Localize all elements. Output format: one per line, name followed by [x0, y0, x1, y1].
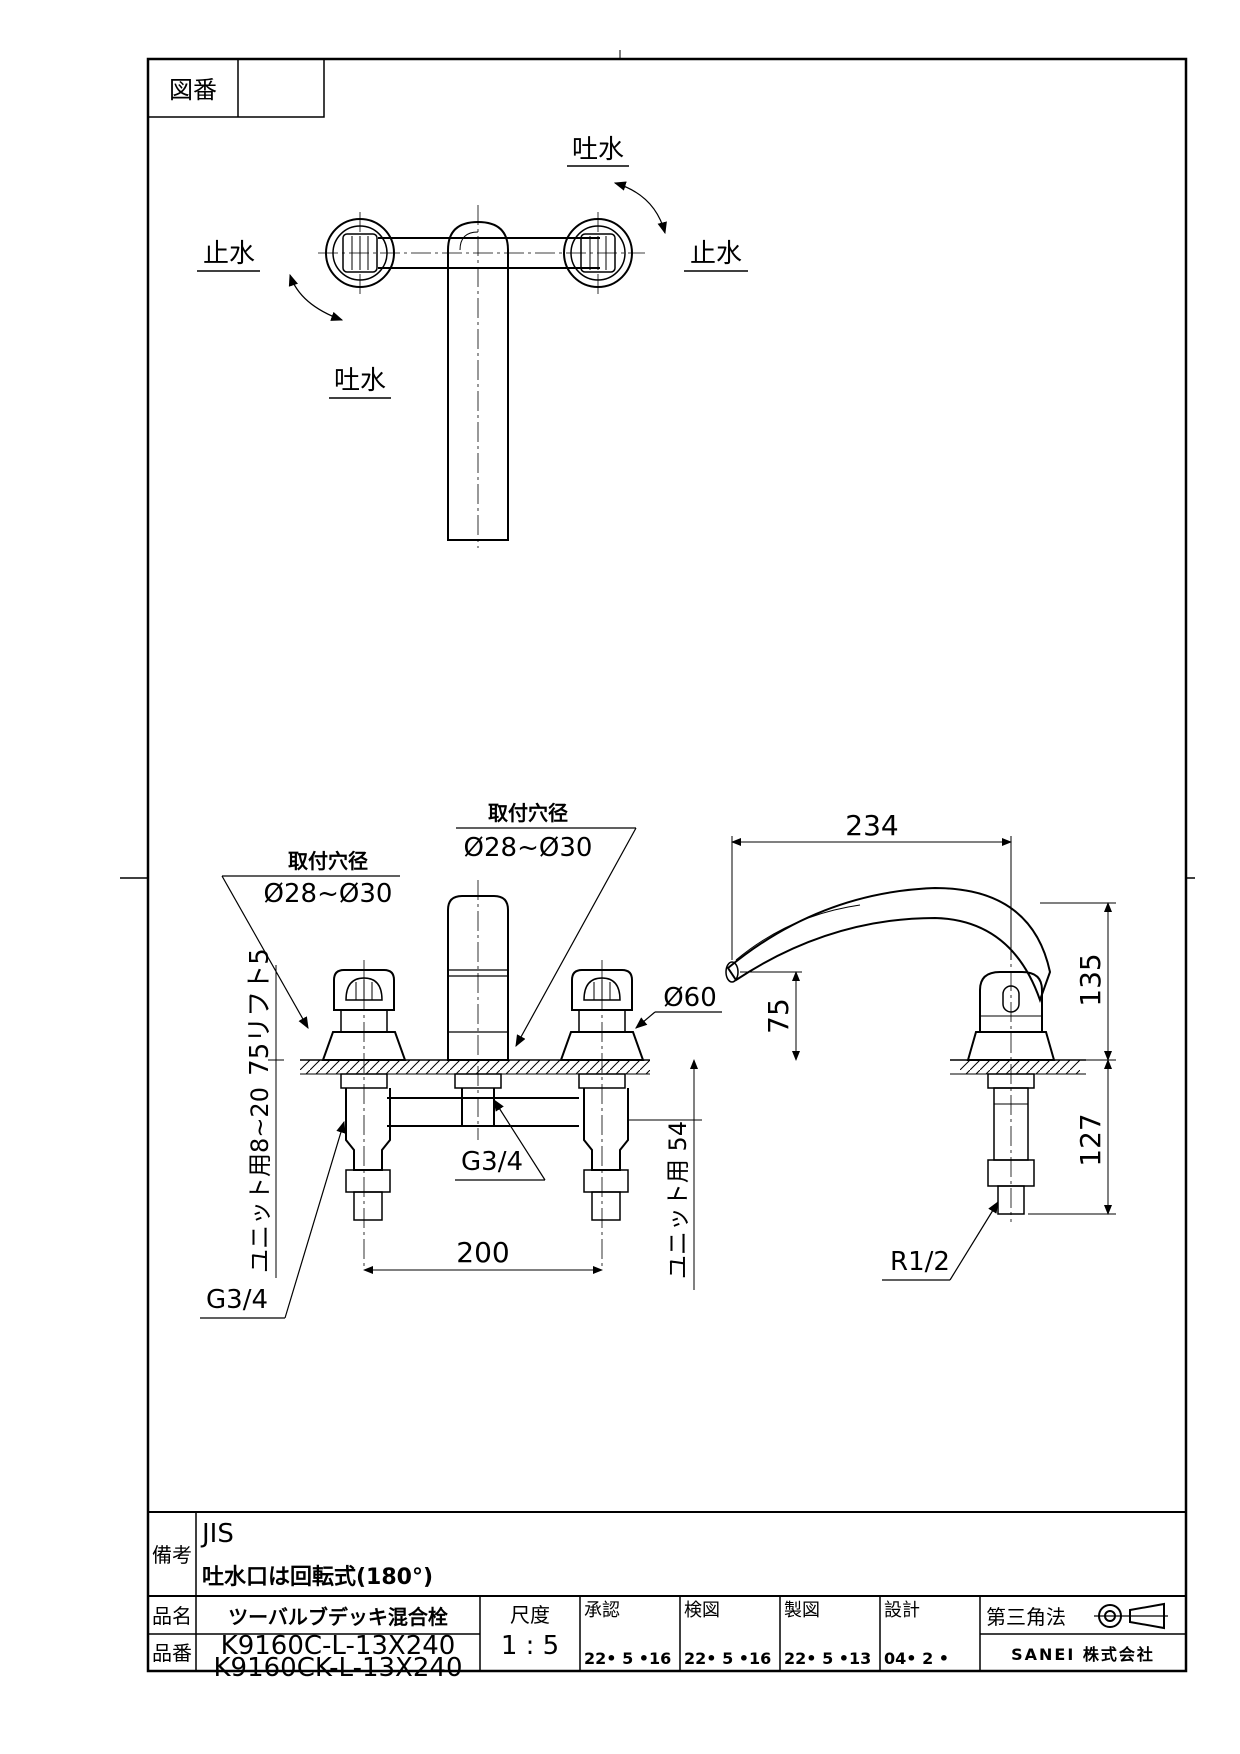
design-label: 設計: [884, 1600, 920, 1621]
thread-center: G3/4: [461, 1147, 523, 1177]
draft-label: 製図: [784, 1600, 820, 1621]
approval-date: 22• 5 •16: [584, 1649, 671, 1668]
side-view: 234 75 135 127 R1/2: [725, 809, 1116, 1281]
remarks-line1: JIS: [200, 1519, 234, 1549]
part-label: 品番: [152, 1641, 192, 1665]
check-label: 検図: [684, 1600, 720, 1621]
sheet-border: [146, 57, 1188, 1673]
design-date: 04• 2 •: [884, 1649, 949, 1668]
dim-dia-60: Ø60: [663, 983, 717, 1013]
label-stop-left: 止水: [203, 239, 255, 269]
dim-lift: 75リフト5: [245, 948, 275, 1076]
company-name: SANEI 株式会社: [1011, 1645, 1155, 1664]
scale-label: 尺度: [510, 1603, 550, 1627]
drawing-number-box: 図番: [147, 58, 325, 118]
approval-label: 承認: [584, 1600, 620, 1621]
mount-hole-center-dim: Ø28~Ø30: [464, 833, 593, 863]
label-stop-right: 止水: [690, 239, 742, 269]
mount-hole-left-dim: Ø28~Ø30: [264, 879, 393, 909]
thread-inlet: G3/4: [206, 1285, 268, 1315]
third-angle-projection-icon: [1094, 1602, 1168, 1630]
dim-height-135: 135: [1074, 953, 1107, 1006]
draft-date: 22• 5 •13: [784, 1649, 871, 1668]
mount-hole-center-title: 取付穴径: [488, 801, 568, 825]
scale-value: 1 : 5: [501, 1631, 559, 1661]
thread-side: R1/2: [890, 1247, 950, 1277]
dim-unit-54: ユニット用 54: [664, 1121, 692, 1279]
dim-unit: ユニット用8~20: [246, 1087, 274, 1273]
front-view: 200 75リフト5 ユニット用8~20 ユニット用 54 取付穴径 Ø28~Ø…: [200, 801, 722, 1319]
check-date: 22• 5 •16: [684, 1649, 771, 1668]
drawing-no-label: 図番: [169, 76, 217, 104]
product-name: ツーバルブデッキ混合栓: [228, 1605, 448, 1629]
dim-depth-127: 127: [1074, 1113, 1107, 1166]
remarks-label: 備考: [152, 1543, 192, 1567]
dim-spacing: 200: [456, 1236, 509, 1269]
name-label: 品名: [152, 1604, 192, 1628]
dim-reach: 234: [845, 809, 898, 842]
title-block: 備考 JIS 吐水口は回転式(180°) 品名 ツーバルブデッキ混合栓 品番 K…: [148, 1511, 1186, 1683]
part-number-2: K9160CK-L-13X240: [213, 1653, 462, 1683]
part-number-1: K9160C-L-13X240: [221, 1631, 456, 1661]
label-outlet-top: 吐水: [572, 135, 624, 165]
projection-label: 第三角法: [986, 1605, 1066, 1629]
remarks-line2: 吐水口は回転式(180°): [202, 1564, 433, 1590]
top-view: 吐水 止水 止水 吐水: [197, 135, 748, 548]
dim-height-75: 75: [762, 998, 795, 1034]
label-outlet-bottom: 吐水: [334, 366, 386, 396]
mount-hole-left-title: 取付穴径: [288, 849, 368, 873]
